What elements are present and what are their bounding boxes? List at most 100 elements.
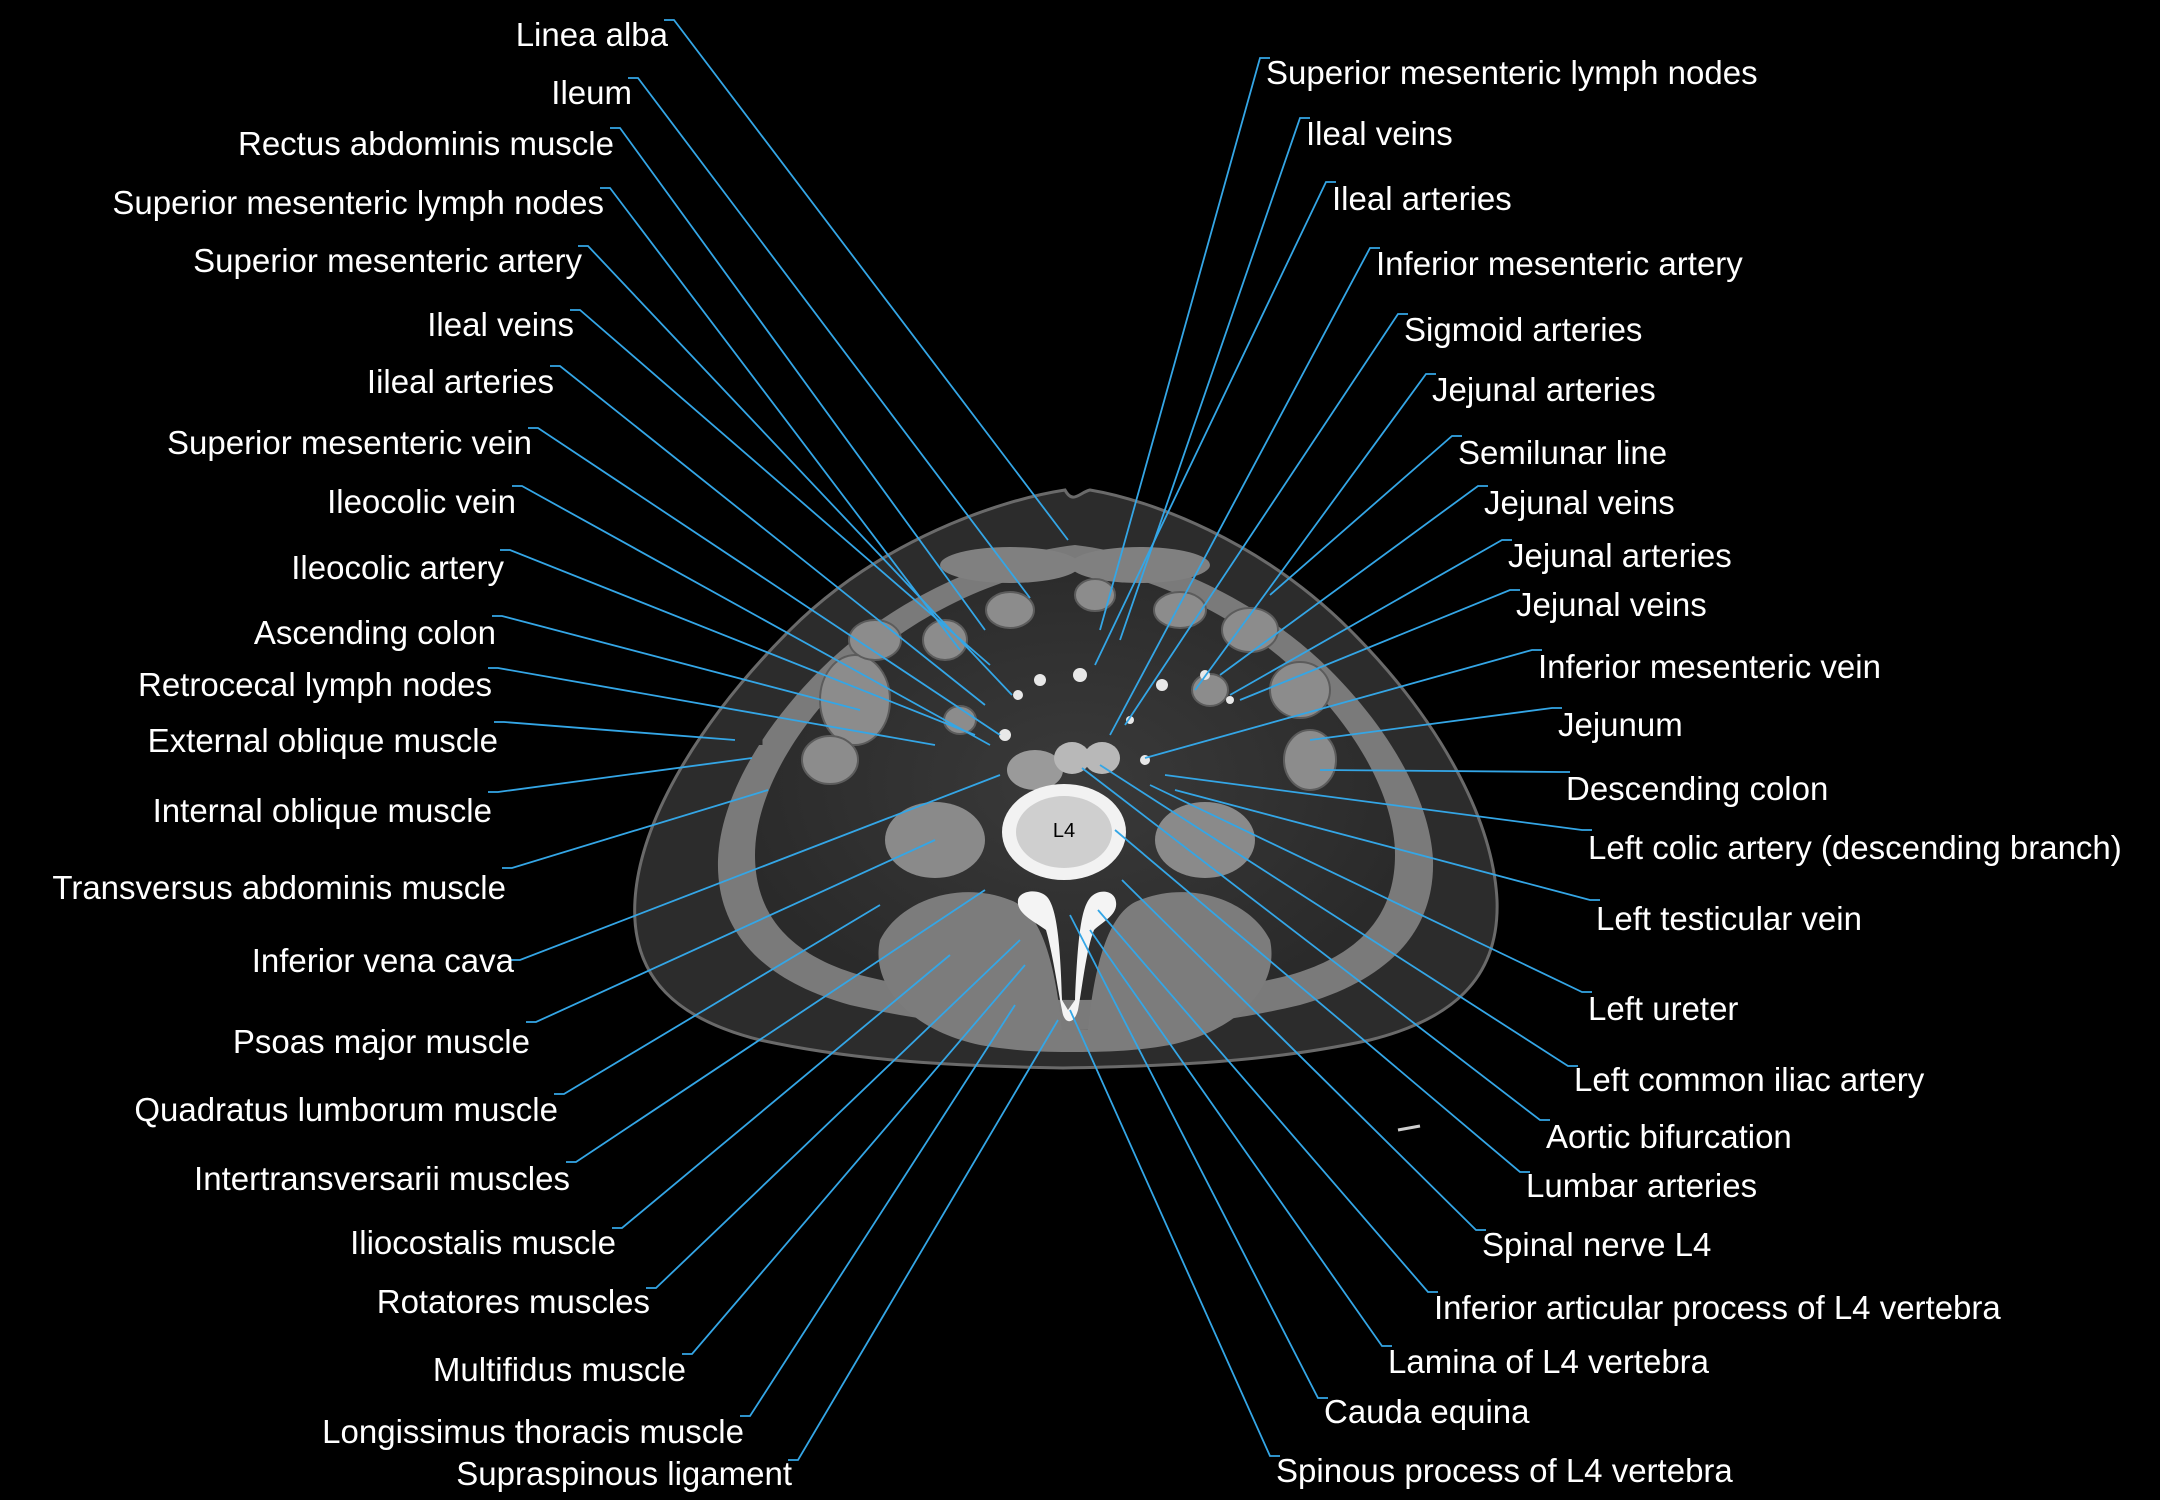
leader-line-left-12 bbox=[494, 721, 736, 741]
label-retrocecal-lymph-nodes: Retrocecal lymph nodes bbox=[138, 666, 492, 703]
vertebral-body-inner bbox=[1016, 796, 1112, 868]
label-cauda-equina: Cauda equina bbox=[1324, 1393, 1530, 1430]
label-descending-colon: Descending colon bbox=[1566, 770, 1828, 807]
leader-line-left-23 bbox=[788, 1019, 1059, 1461]
label-lamina-of-l4: Lamina of L4 vertebra bbox=[1388, 1343, 1710, 1380]
leader-line-left-4 bbox=[578, 245, 1013, 696]
label-jejunal-veins-2: Jejunal veins bbox=[1516, 586, 1707, 623]
label-jejunal-veins-1: Jejunal veins bbox=[1484, 484, 1675, 521]
label-quadratus-lumborum-muscle: Quadratus lumborum muscle bbox=[134, 1091, 558, 1128]
label-inferior-vena-cava: Inferior vena cava bbox=[252, 942, 515, 979]
label-ileocolic-vein: Ileocolic vein bbox=[327, 483, 516, 520]
label-iliocostalis-muscle: Iliocostalis muscle bbox=[350, 1224, 616, 1261]
label-inferior-articular-process: Inferior articular process of L4 vertebr… bbox=[1434, 1289, 2001, 1326]
leader-line-left-2 bbox=[610, 127, 986, 631]
label-linea-alba: Linea alba bbox=[516, 16, 669, 53]
leader-line-right-6 bbox=[1269, 435, 1462, 596]
leader-line-right-14 bbox=[1174, 789, 1600, 901]
leader-line-right-5 bbox=[1194, 373, 1436, 691]
label-jejunal-arteries-2: Jejunal arteries bbox=[1508, 537, 1732, 574]
leader-line-left-22 bbox=[740, 1004, 1016, 1417]
label-ileal-veins-right: Ileal veins bbox=[1306, 115, 1453, 152]
label-superior-mesenteric-artery: Superior mesenteric artery bbox=[193, 242, 582, 279]
label-semilunar-line: Semilunar line bbox=[1458, 434, 1667, 471]
label-superior-mesenteric-lymph-nodes-left: Superior mesenteric lymph nodes bbox=[112, 184, 604, 221]
label-spinous-process-of-l4: Spinous process of L4 vertebra bbox=[1276, 1452, 1733, 1489]
leader-line-right-3 bbox=[1109, 247, 1380, 736]
label-inferior-mesenteric-vein: Inferior mesenteric vein bbox=[1538, 648, 1881, 685]
label-superior-mesenteric-lymph-nodes-right: Superior mesenteric lymph nodes bbox=[1266, 54, 1758, 91]
label-internal-oblique-muscle: Internal oblique muscle bbox=[153, 792, 492, 829]
label-rectus-abdominis-muscle: Rectus abdominis muscle bbox=[238, 125, 614, 162]
leader-line-right-2 bbox=[1094, 181, 1336, 666]
label-psoas-major-muscle: Psoas major muscle bbox=[233, 1023, 530, 1060]
label-ileal-veins-left: Ileal veins bbox=[427, 306, 574, 343]
label-inferior-mesenteric-artery: Inferior mesenteric artery bbox=[1376, 245, 1743, 282]
label-transversus-abdominis-muscle: Transversus abdominis muscle bbox=[52, 869, 506, 906]
leader-line-right-7 bbox=[1219, 485, 1488, 676]
leader-line-right-13 bbox=[1164, 774, 1592, 831]
rectus-left bbox=[940, 547, 1080, 583]
leader-line-left-21 bbox=[682, 964, 1026, 1355]
leader-line-left-5 bbox=[570, 309, 991, 666]
ct-cross-section: L4 bbox=[633, 488, 1499, 1132]
leader-line-right-1 bbox=[1119, 117, 1310, 641]
label-ileum: Ileum bbox=[551, 74, 632, 111]
posterior-elements bbox=[1017, 891, 1117, 1022]
left-labels: Linea alba Ileum Rectus abdominis muscle… bbox=[52, 16, 792, 1492]
leader-line-left-14 bbox=[502, 789, 769, 869]
paraspinal-muscles bbox=[878, 892, 1272, 1052]
label-external-oblique-muscle: External oblique muscle bbox=[148, 722, 498, 759]
vertebra-label: L4 bbox=[1053, 820, 1075, 842]
leader-line-left-9 bbox=[500, 549, 976, 736]
label-iileal-arteries: Iileal arteries bbox=[367, 363, 554, 400]
label-left-common-iliac-artery: Left common iliac artery bbox=[1574, 1061, 1925, 1098]
leader-lines bbox=[488, 19, 1600, 1461]
leader-line-right-16 bbox=[1099, 764, 1578, 1067]
leader-line-right-17 bbox=[1081, 767, 1550, 1121]
label-ascending-colon: Ascending colon bbox=[254, 614, 496, 651]
artifact-mark bbox=[1397, 1124, 1421, 1132]
leader-line-right-10 bbox=[1144, 649, 1542, 759]
leader-line-left-1 bbox=[628, 77, 1031, 599]
label-longissimus-thoracis-muscle: Longissimus thoracis muscle bbox=[322, 1413, 744, 1450]
leader-line-right-19 bbox=[1121, 879, 1486, 1231]
label-sigmoid-arteries: Sigmoid arteries bbox=[1404, 311, 1642, 348]
label-spinal-nerve-l4: Spinal nerve L4 bbox=[1482, 1226, 1711, 1263]
leader-line-left-7 bbox=[528, 427, 1001, 736]
leader-line-right-21 bbox=[1089, 929, 1392, 1347]
leader-line-left-18 bbox=[566, 889, 986, 1163]
label-lumbar-arteries: Lumbar arteries bbox=[1526, 1167, 1757, 1204]
leader-line-right-4 bbox=[1124, 313, 1408, 726]
leader-line-left-11 bbox=[488, 667, 936, 746]
label-aortic-bifurcation: Aortic bifurcation bbox=[1546, 1118, 1792, 1155]
label-left-testicular-vein: Left testicular vein bbox=[1596, 900, 1862, 937]
leader-line-right-0 bbox=[1099, 57, 1270, 631]
right-labels: Superior mesenteric lymph nodes Ileal ve… bbox=[1266, 54, 2122, 1489]
rectus-right bbox=[1070, 547, 1210, 583]
psoas-right bbox=[1155, 802, 1255, 878]
leader-line-left-6 bbox=[550, 365, 986, 706]
leader-line-left-8 bbox=[512, 485, 991, 746]
leader-line-right-9 bbox=[1239, 589, 1520, 701]
label-ileal-arteries: Ileal arteries bbox=[1332, 180, 1512, 217]
leader-line-right-8 bbox=[1229, 539, 1512, 696]
leader-line-left-3 bbox=[600, 187, 961, 651]
label-jejunum: Jejunum bbox=[1558, 706, 1683, 743]
leader-line-right-12 bbox=[1319, 769, 1570, 773]
leader-line-left-0 bbox=[664, 19, 1069, 541]
leader-line-right-15 bbox=[1149, 784, 1592, 993]
aorta-left bbox=[1054, 742, 1090, 774]
leader-line-right-23 bbox=[1069, 1009, 1280, 1457]
leader-line-left-17 bbox=[554, 904, 881, 1095]
leader-line-left-19 bbox=[612, 954, 951, 1229]
intra-abdominal-cavity bbox=[755, 565, 1395, 1000]
bowel-loops bbox=[801, 578, 1337, 791]
label-supraspinous-ligament: Supraspinous ligament bbox=[456, 1455, 792, 1492]
label-multifidus-muscle: Multifidus muscle bbox=[433, 1351, 686, 1388]
leader-line-left-16 bbox=[526, 839, 936, 1023]
leader-line-right-18 bbox=[1114, 829, 1530, 1173]
label-left-colic-artery: Left colic artery (descending branch) bbox=[1588, 829, 2122, 866]
label-superior-mesenteric-vein: Superior mesenteric vein bbox=[167, 424, 532, 461]
